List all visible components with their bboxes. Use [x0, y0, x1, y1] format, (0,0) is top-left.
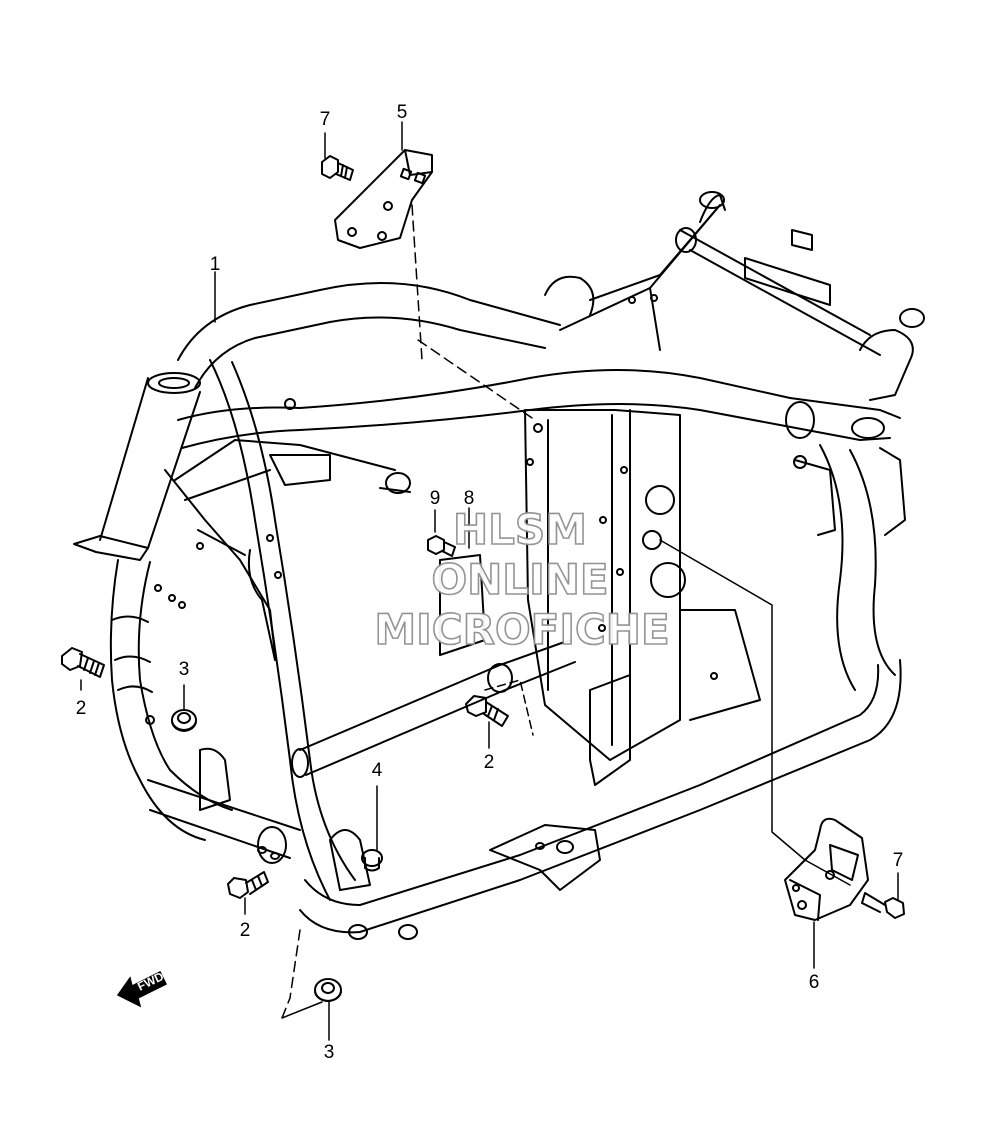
callout-3-upper: 3: [179, 659, 190, 680]
callout-6: 6: [809, 972, 820, 993]
watermark-line-3: MICROFICHE: [374, 605, 669, 654]
callout-2-center: 2: [484, 752, 495, 773]
bolt-9: [427, 535, 456, 557]
bolt-2-left: [61, 647, 105, 678]
callout-2-left: 2: [76, 698, 87, 719]
callout-7-upper: 7: [320, 109, 331, 130]
bracket-6: [784, 817, 869, 921]
callout-4: 4: [372, 760, 383, 781]
bolt-2-bottom: [227, 871, 269, 899]
callout-5: 5: [397, 102, 408, 123]
plug-4: [361, 849, 383, 872]
watermark-line-2: ONLINE: [431, 555, 608, 604]
callout-3-lower: 3: [324, 1042, 335, 1063]
watermark: HLSM ONLINE MICROFICHE: [374, 504, 671, 655]
callout-2-bottom: 2: [240, 920, 251, 941]
bracket-5: [334, 149, 433, 249]
nut-3-lower: [314, 978, 342, 1002]
callout-8: 8: [464, 488, 475, 509]
callout-9: 9: [430, 488, 441, 509]
leader-lines: [80, 121, 899, 1041]
bolt-7-upper: [321, 155, 354, 181]
main-frame: [73, 191, 925, 940]
bolt-2-center: [465, 695, 509, 727]
fwd-arrow-icon: FWD: [116, 969, 168, 1008]
nut-3-upper: [171, 709, 197, 732]
callout-1: 1: [210, 254, 221, 275]
callout-7-right: 7: [893, 850, 904, 871]
bolt-7-right: [861, 892, 905, 919]
watermark-line-1: HLSM: [453, 505, 587, 554]
